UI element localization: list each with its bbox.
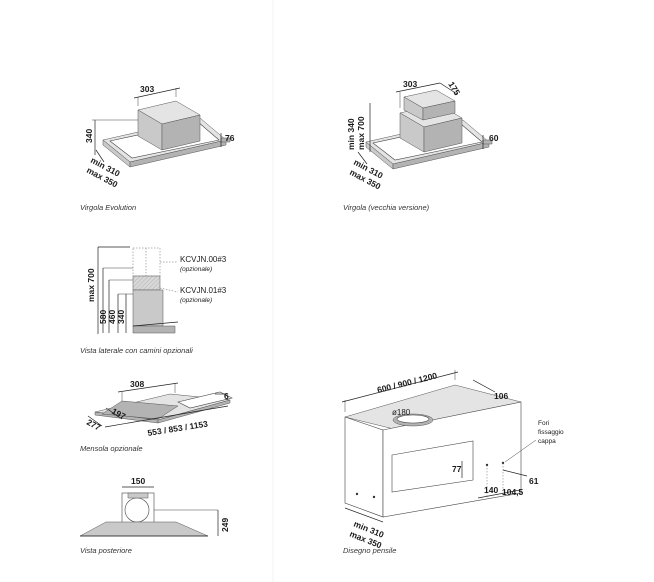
panel-virgola-evolution: 303 340 76 min 310 max 350 Virgola Evolu… — [80, 84, 235, 212]
holes-label-line1: Fori — [538, 420, 549, 427]
kit2-note: (opzionale) — [180, 297, 212, 304]
dim-max-height: max 700 — [356, 116, 366, 150]
dim-holes-104: 104,5 — [502, 487, 524, 497]
dim-width: 600 / 900 / 1200 — [376, 370, 438, 395]
dim-height: 77 — [452, 464, 462, 474]
kit2-code: KCVJN.01#3 — [180, 286, 227, 295]
panel-mensola: 308 6 197 277 553 / 853 / 1153 Mensola o… — [80, 379, 233, 453]
panel-cabinet: 600 / 900 / 1200 106 ø180 77 Fori fissag… — [341, 370, 564, 555]
dim-width: 308 — [130, 379, 144, 389]
dim-depth: 277 — [85, 417, 102, 433]
holes-label-line2: fissaggio — [538, 429, 564, 436]
kit1-code: KCVJN.00#3 — [180, 255, 227, 264]
dim-depth: 76 — [225, 133, 235, 143]
dim-depth: 106 — [494, 391, 508, 401]
dim-thickness: 6 — [224, 391, 229, 401]
dim-width: 303 — [403, 79, 417, 89]
caption-side-view: Vista laterale con camini opzionali — [80, 346, 193, 355]
dim-h3: 340 — [116, 310, 126, 324]
dim-max-height: max 700 — [86, 268, 96, 302]
dim-height: 340 — [84, 129, 94, 143]
caption-rear-view: Vista posteriore — [80, 546, 132, 555]
dim-width: 150 — [131, 476, 145, 486]
dim-h2: 460 — [107, 310, 117, 324]
dim-h1: 580 — [98, 310, 108, 324]
caption-virgola-old: Virgola (vecchia versione) — [343, 203, 430, 212]
caption-cabinet: Disegno pensile — [343, 546, 396, 555]
dim-width: 303 — [140, 84, 154, 94]
panel-side-view: max 700 580 460 340 KCVJN.00#3 (opzional… — [80, 246, 227, 355]
holes-label-line3: cappa — [538, 438, 556, 445]
dim-height: 249 — [220, 518, 230, 532]
dim-diameter: ø180 — [392, 408, 411, 417]
kit1-note: (opzionale) — [180, 266, 212, 273]
caption-mensola: Mensola opzionale — [80, 444, 143, 453]
panel-virgola-old: 303 175 min 340 max 700 60 min 310 max 3… — [343, 79, 499, 212]
panel-rear-view: 150 249 Vista posteriore — [79, 476, 230, 555]
dim-depth-top: 175 — [446, 80, 462, 98]
dim-holes-61: 61 — [529, 476, 539, 486]
caption-virgola-evolution: Virgola Evolution — [80, 203, 136, 212]
dim-depth: 60 — [489, 133, 499, 143]
dim-holes-140: 140 — [484, 485, 498, 495]
dim-min-height: min 340 — [346, 118, 356, 150]
